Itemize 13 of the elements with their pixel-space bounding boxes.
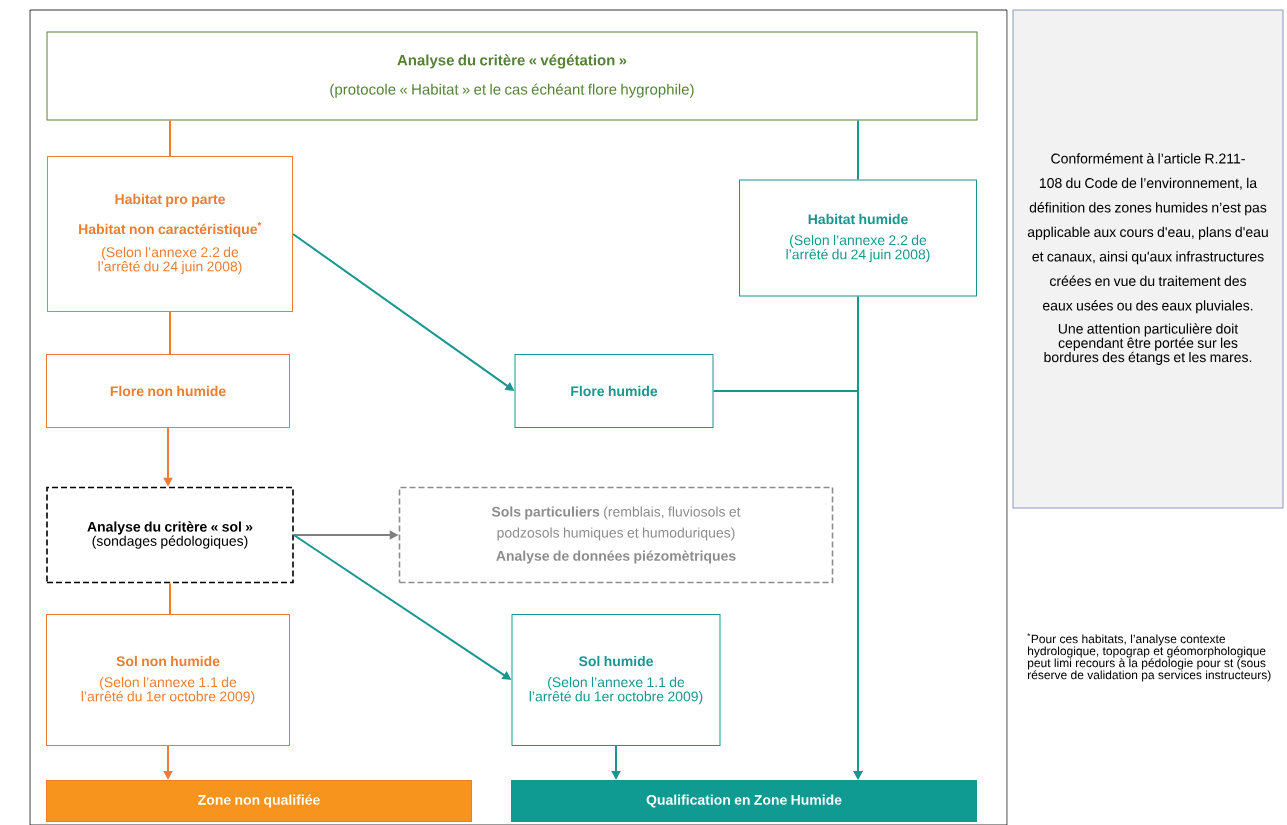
footnote: $^{*}$Pour ces habitats, l’analyse contexte hydrologique, topograp et géomorphologique peut limi recours à la pédologie pour st (sous réserve de validation pa services instructeurs) [1027, 633, 1271, 682]
result-box: Habitat pro parte Habitat non caractéristique$^{*}$ (Selon l’annexe 2.2 de l’arrêté du 24 juin 2008) [47, 156, 293, 312]
note-box: Conformément à l’article R.211-108 du Code de l’environnement, la définition des zones humides n’est pas applicable aux cours d'eau, plans d'eau et canaux, ainsi qu'aux infrastructures créées en vue du traitement des eaux usées ou des eaux pluviales. Une attention particulière doit cependant être portée sur les bordures des étangs et les mares. [1012, 9, 1284, 509]
result-box: Sol humide (Selon l’annexe 1.1 de l’arrêté du 1er octobre 2009) [511, 614, 721, 746]
criterion-box: Analyse du critère « sol » (sondages pédologiques) [46, 486, 294, 584]
result-box: Flore non humide [46, 354, 290, 428]
result-box: Habitat humide (Selon l’annexe 2.2 de l’arrêté du 24 juin 2008) [739, 179, 977, 297]
result-box: Sol non humide (Selon l’annexe 1.1 de l’arrêté du 1er octobre 2009) [46, 614, 290, 746]
special-case-box: Sols particuliers (remblais, fluviosols et podzosols humiques et humoduriques) Analyse de données piézomètriques [398, 486, 834, 584]
criterion-box: Analyse du critère « végétation » (protocole « Habitat » et le cas échéant flore hygrophile) [46, 31, 978, 121]
outcome-box: Zone non qualifiée [46, 780, 472, 822]
result-box: Flore humide [514, 354, 714, 428]
outcome-box: Qualification en Zone Humide [511, 780, 977, 822]
